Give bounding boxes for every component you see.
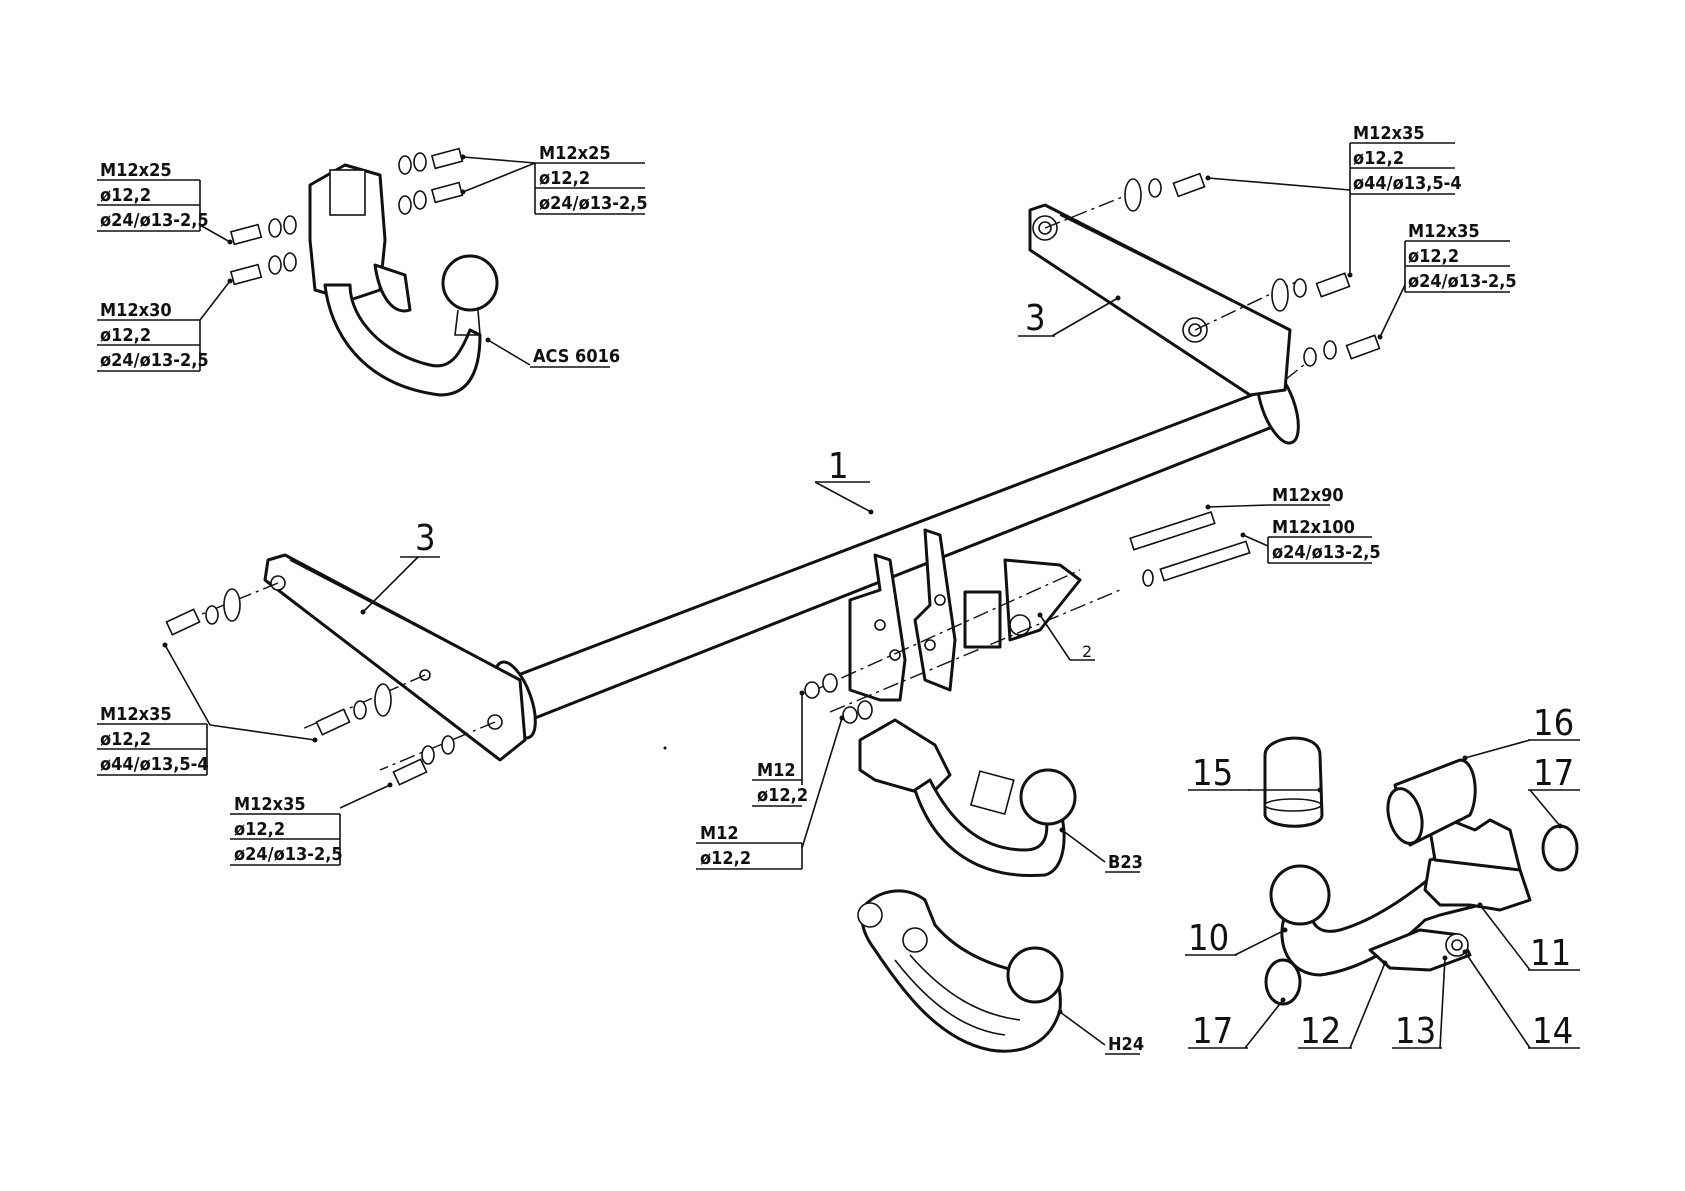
ball-cap <box>1265 738 1322 826</box>
svg-text:17: 17 <box>1192 1011 1233 1052</box>
svg-text:M12x90: M12x90 <box>1272 485 1344 506</box>
part-number-13: 13 <box>1392 1011 1442 1052</box>
svg-text:ø12,2: ø12,2 <box>1353 148 1404 169</box>
svg-text:17: 17 <box>1533 753 1574 794</box>
callout-bracket-bolts: M12x25 ø12,2 ø24/ø13-2,5 <box>535 143 648 214</box>
svg-text:16: 16 <box>1533 703 1574 744</box>
part-number-3-right: 3 <box>1018 298 1055 339</box>
part-number-16: 16 <box>1528 703 1580 744</box>
svg-text:M12x35: M12x35 <box>100 704 172 725</box>
callout-b23: B23 <box>1105 852 1143 873</box>
svg-text:ø12,2: ø12,2 <box>757 785 808 806</box>
sealing-ring-bottom <box>1266 960 1300 1004</box>
svg-text:M12x30: M12x30 <box>100 300 172 321</box>
svg-text:ø12,2: ø12,2 <box>100 729 151 750</box>
svg-text:12: 12 <box>1300 1011 1341 1052</box>
svg-text:ø24/ø13-2,5: ø24/ø13-2,5 <box>100 350 209 371</box>
side-plate-left <box>265 555 525 760</box>
svg-text:M12x25: M12x25 <box>539 143 611 164</box>
svg-text:ø12,2: ø12,2 <box>539 168 590 189</box>
part-number-12: 12 <box>1298 1011 1352 1052</box>
svg-text:ø24/ø13-2,5: ø24/ø13-2,5 <box>539 193 648 214</box>
svg-text:M12x25: M12x25 <box>100 160 172 181</box>
svg-text:ACS 6016: ACS 6016 <box>533 346 620 367</box>
svg-text:B23: B23 <box>1108 852 1143 873</box>
svg-text:M12x35: M12x35 <box>1353 123 1425 144</box>
callout-h24: H24 <box>1105 1034 1144 1055</box>
svg-text:15: 15 <box>1192 753 1233 794</box>
svg-text:13: 13 <box>1395 1011 1436 1052</box>
svg-text:M12: M12 <box>700 823 739 844</box>
callout-m12x90: M12x90 <box>1268 485 1344 506</box>
svg-text:ø12,2: ø12,2 <box>700 848 751 869</box>
svg-text:3: 3 <box>415 518 436 559</box>
side-plate-right <box>1030 205 1290 395</box>
svg-text:1: 1 <box>828 446 849 487</box>
part-number-2: 2 <box>1070 642 1095 661</box>
callout-m12x100: M12x100 ø24/ø13-2,5 <box>1268 517 1381 563</box>
svg-text:M12: M12 <box>757 760 796 781</box>
part-number-1: 1 <box>815 446 870 487</box>
callout-l-bot: M12x35 ø12,2 ø24/ø13-2,5 <box>230 794 343 865</box>
callout-acs6016: ACS 6016 <box>530 346 620 367</box>
svg-text:ø12,2: ø12,2 <box>100 325 151 346</box>
svg-text:11: 11 <box>1530 933 1571 974</box>
callout-tl-bot: M12x30 ø12,2 ø24/ø13-2,5 <box>97 300 209 371</box>
callout-r-top: M12x35 ø12,2 ø44/ø13,5-4 <box>1350 123 1462 194</box>
svg-text:M12x100: M12x100 <box>1272 517 1355 538</box>
svg-text:ø12,2: ø12,2 <box>1408 246 1459 267</box>
svg-text:M12x35: M12x35 <box>234 794 306 815</box>
part-number-17-top: 17 <box>1528 753 1580 794</box>
sealing-ring-top <box>1543 826 1577 870</box>
svg-text:ø12,2: ø12,2 <box>234 819 285 840</box>
stray-mark <box>664 747 667 750</box>
svg-text:ø24/ø13-2,5: ø24/ø13-2,5 <box>234 844 343 865</box>
part-number-15: 15 <box>1188 753 1250 794</box>
svg-text:2: 2 <box>1082 642 1092 661</box>
svg-text:ø24/ø13-2,5: ø24/ø13-2,5 <box>1408 271 1517 292</box>
callout-r-mid: M12x35 ø12,2 ø24/ø13-2,5 <box>1405 221 1517 292</box>
ball-mount-h24 <box>858 891 1062 1051</box>
svg-text:10: 10 <box>1188 918 1229 959</box>
svg-text:ø44/ø13,5-4: ø44/ø13,5-4 <box>100 754 209 775</box>
callout-tl-top: M12x25 ø12,2 ø24/ø13-2,5 <box>97 160 209 231</box>
part-number-11: 11 <box>1528 933 1580 974</box>
callout-m12-b: M12 ø12,2 <box>696 823 802 869</box>
ball-mount-b23 <box>860 720 1075 876</box>
ball-mount-acs6016 <box>231 149 497 395</box>
detachable-ball-assembly <box>1271 820 1530 975</box>
callout-m12-a: M12 ø12,2 <box>752 760 808 806</box>
svg-text:ø24/ø13-2,5: ø24/ø13-2,5 <box>1272 542 1381 563</box>
svg-text:ø12,2: ø12,2 <box>100 185 151 206</box>
svg-text:ø24/ø13-2,5: ø24/ø13-2,5 <box>100 210 209 231</box>
callout-l-mid: M12x35 ø12,2 ø44/ø13,5-4 <box>97 704 209 775</box>
part-number-10: 10 <box>1185 918 1237 959</box>
svg-text:3: 3 <box>1025 298 1046 339</box>
part-number-14: 14 <box>1528 1011 1580 1052</box>
svg-text:M12x35: M12x35 <box>1408 221 1480 242</box>
svg-text:14: 14 <box>1532 1011 1573 1052</box>
part-number-3-left: 3 <box>400 518 440 559</box>
part-number-17-bottom: 17 <box>1188 1011 1248 1052</box>
svg-text:H24: H24 <box>1108 1034 1144 1055</box>
svg-text:ø44/ø13,5-4: ø44/ø13,5-4 <box>1353 173 1462 194</box>
